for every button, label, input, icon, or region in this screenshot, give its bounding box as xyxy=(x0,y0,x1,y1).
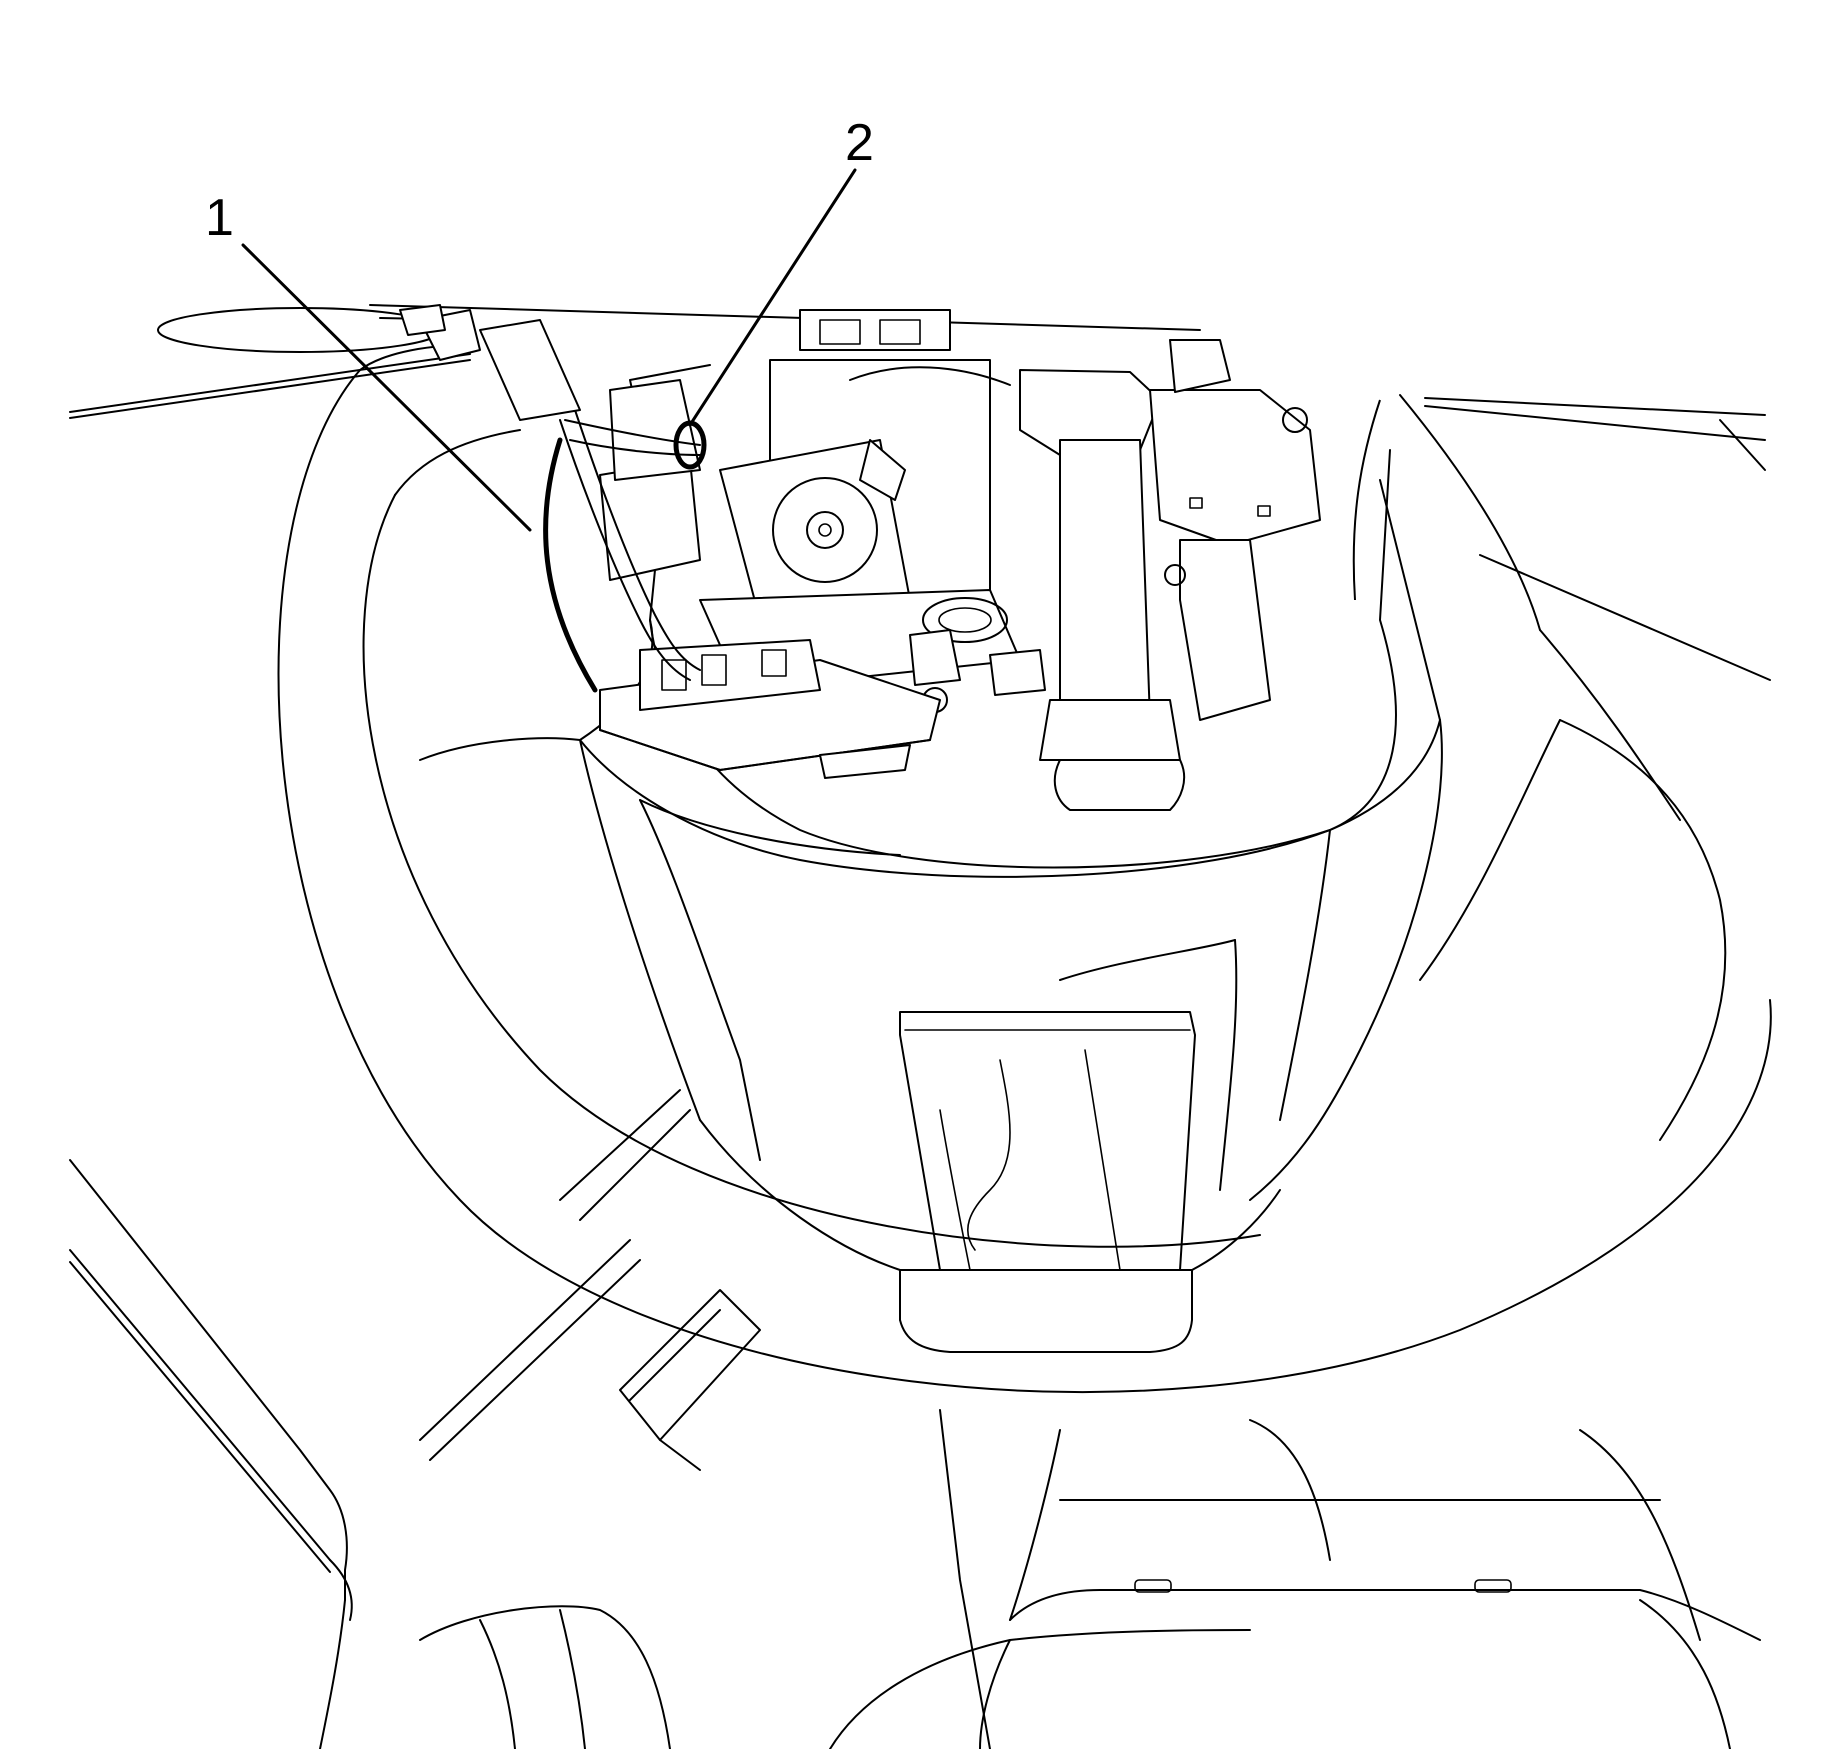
callout-2: 2 xyxy=(845,114,874,172)
leader-1 xyxy=(241,243,532,532)
lower-dash xyxy=(69,1089,1761,1749)
wiring-harness xyxy=(399,304,707,693)
right-switch-panel xyxy=(1352,399,1381,601)
leader-2 xyxy=(688,168,857,427)
callout-labels: 1 2 xyxy=(205,114,874,247)
callout-leaders xyxy=(241,168,857,532)
steering-wheel-rim xyxy=(277,344,1772,1393)
clockspring xyxy=(719,439,911,621)
callout-1: 1 xyxy=(205,189,234,247)
center-pad xyxy=(899,1011,1196,1271)
